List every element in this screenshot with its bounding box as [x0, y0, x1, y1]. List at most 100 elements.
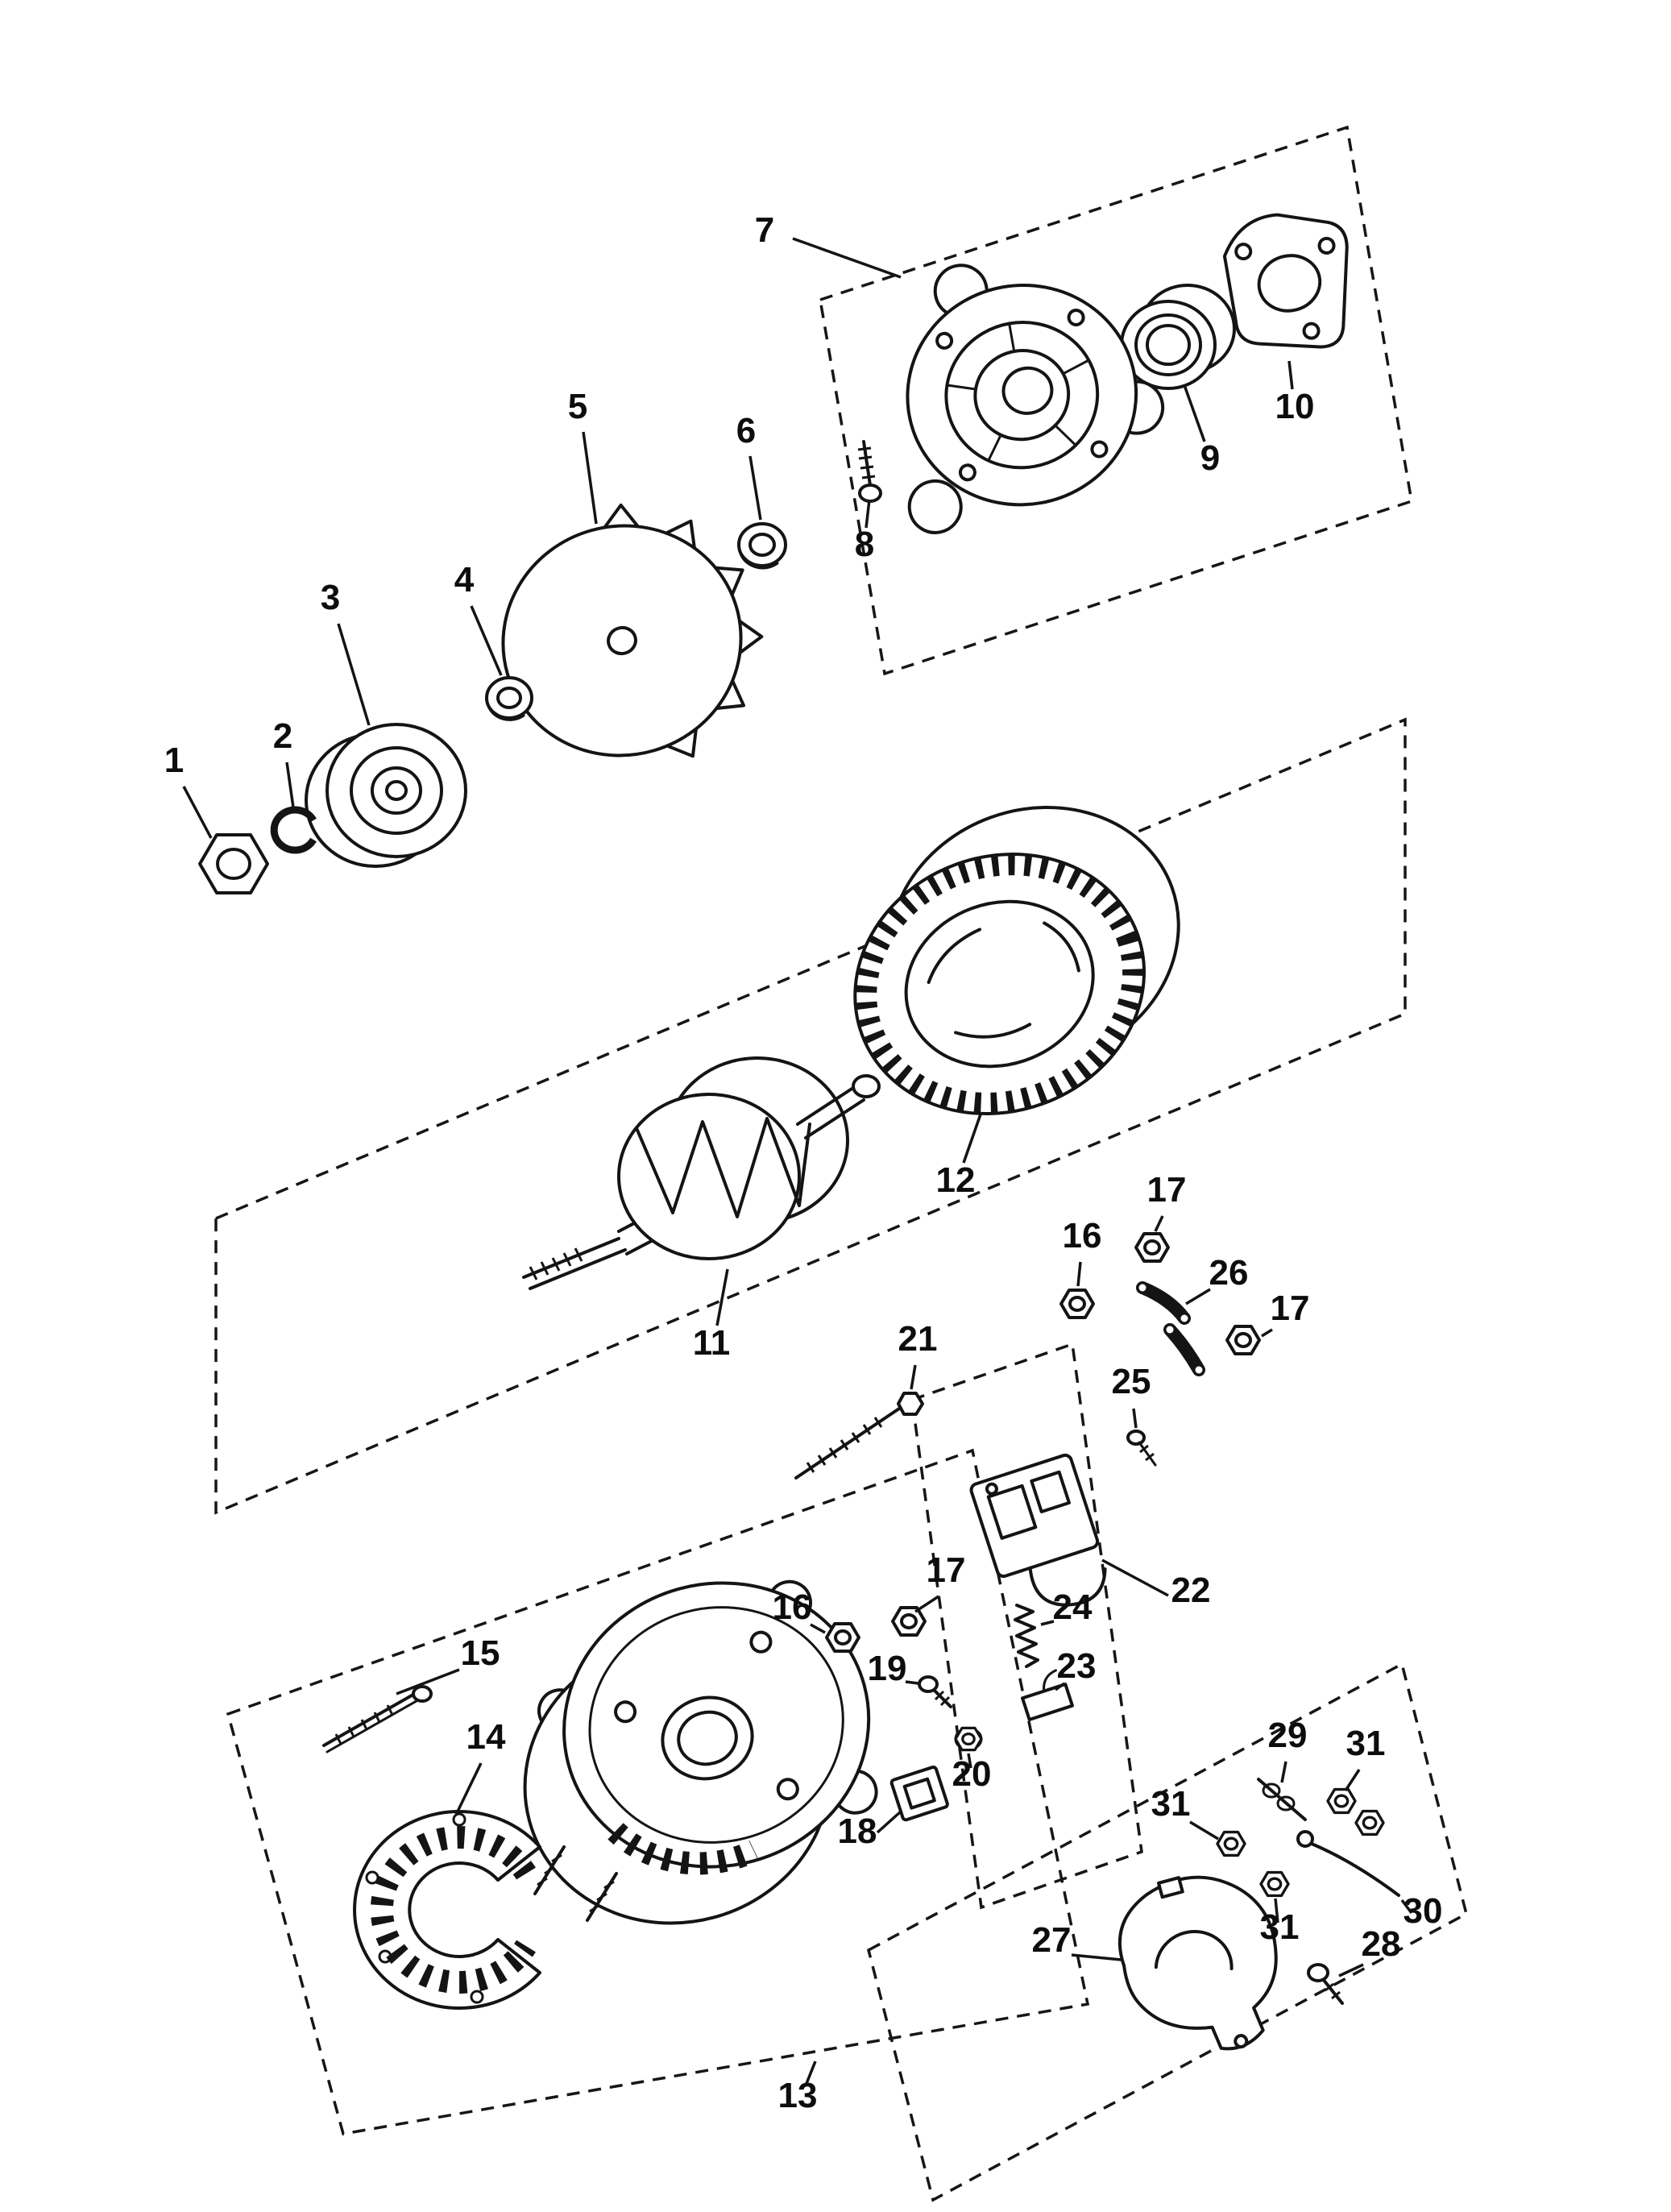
leader-line-26-strap	[1185, 1288, 1211, 1305]
part-label-18-brush-holder: 18	[838, 1812, 877, 1851]
part-3-pulley	[305, 723, 467, 868]
part-label-21-bolt: 21	[898, 1319, 938, 1359]
dashed-box-top	[819, 125, 1413, 676]
leader-line-16-nut	[810, 1623, 826, 1634]
part-label-27-cover: 27	[1032, 1920, 1072, 1960]
part-label-17-nut: 17	[1271, 1289, 1310, 1328]
part-13-studs	[533, 1845, 618, 1922]
part-label-20-nut: 20	[952, 1754, 992, 1794]
leader-line-3-pulley	[337, 623, 371, 726]
part-31-nut	[1326, 1787, 1357, 1815]
leader-line-31-nut	[1189, 1820, 1219, 1841]
part-6-spacer	[737, 522, 787, 570]
leader-line-25-strap	[1132, 1408, 1138, 1429]
part-8-screw	[857, 440, 882, 503]
leader-line-17-nut	[1261, 1328, 1273, 1338]
part-label-28-screw: 28	[1362, 1924, 1401, 1964]
part-25-strap	[1126, 1323, 1205, 1467]
part-label-24-spring: 24	[1053, 1587, 1093, 1627]
part-label-2-retaining-ring: 2	[273, 716, 292, 756]
part-9-bearing	[1120, 284, 1236, 390]
part-28-screw	[1307, 1963, 1344, 2005]
leader-line-21-bolt	[910, 1364, 917, 1390]
leader-line-31-nut	[1274, 1898, 1279, 1924]
part-label-19-terminal-screw: 19	[868, 1649, 907, 1688]
part-label-25-strap: 25	[1112, 1362, 1151, 1401]
leader-line-7-drive-end-frame	[792, 237, 902, 279]
dashed-box-bottom-left	[226, 1448, 1090, 2135]
part-label-1-nut: 1	[164, 741, 184, 780]
leader-line-12-stator	[962, 1111, 983, 1164]
leader-line-4-spacer	[470, 605, 503, 676]
part-label-14-baffle: 14	[466, 1717, 506, 1757]
leader-line-11-rotor	[715, 1268, 729, 1326]
part-label-17-nut: 17	[927, 1550, 966, 1590]
leader-line-17-nut	[1154, 1215, 1164, 1232]
dashed-box-bottom-right	[866, 1662, 1469, 2202]
leader-line-17-nut	[914, 1595, 939, 1613]
part-10-bearing-retainer	[1222, 213, 1349, 349]
part-label-5-fan: 5	[568, 387, 587, 426]
leader-line-31-nut	[1344, 1769, 1361, 1791]
leader-line-30-lead-wire	[1400, 1899, 1413, 1915]
part-11-rotor	[522, 1056, 881, 1290]
leader-line-23-brush	[1054, 1682, 1066, 1691]
part-22-brush-holder-assembly	[969, 1453, 1107, 1607]
part-label-29-stud: 29	[1268, 1716, 1308, 1755]
leader-line-8-screw	[865, 499, 871, 529]
part-5-fan	[501, 503, 764, 758]
leader-line-13-end-housing	[804, 2061, 817, 2086]
leader-line-6-spacer	[748, 455, 762, 521]
part-label-7-drive-end-frame: 7	[755, 210, 774, 250]
part-label-11-rotor: 11	[693, 1323, 731, 1363]
part-29-stud	[1257, 1778, 1307, 1821]
leader-line-14-baffle	[454, 1762, 483, 1816]
part-label-6-spacer: 6	[736, 411, 756, 450]
part-label-9-bearing: 9	[1200, 438, 1220, 478]
part-label-31-nut: 31	[1260, 1907, 1300, 1947]
part-17-nut	[1134, 1232, 1170, 1263]
part-1-nut	[198, 833, 269, 894]
part-label-31-nut: 31	[1151, 1784, 1191, 1824]
part-label-26-strap: 26	[1209, 1253, 1249, 1293]
part-21-bolt	[794, 1392, 924, 1480]
leader-line-22-brush-holder-assembly	[1101, 1558, 1169, 1597]
part-20-nut	[954, 1726, 983, 1752]
part-16-nut	[1059, 1289, 1095, 1319]
part-label-31-nut: 31	[1346, 1724, 1386, 1763]
leader-line-1-nut	[182, 786, 213, 839]
part-label-8-screw: 8	[855, 525, 874, 564]
part-27-cover	[1117, 1875, 1278, 2051]
leader-line-27-cover	[1071, 1953, 1122, 1961]
part-label-16-nut: 16	[773, 1587, 812, 1627]
part-16-nut	[825, 1622, 860, 1653]
leader-line-15-screw	[396, 1668, 460, 1695]
part-30-lead-wire	[1296, 1830, 1400, 1897]
leader-line-28-screw	[1338, 1963, 1364, 1978]
part-23-brush	[1021, 1669, 1074, 1721]
part-26-strap	[1136, 1281, 1191, 1325]
part-label-12-stator: 12	[936, 1160, 976, 1200]
part-12-stator	[853, 805, 1180, 1116]
part-2-retaining-ring	[270, 806, 317, 854]
part-label-22-brush-holder-assembly: 22	[1171, 1571, 1211, 1610]
part-17-nut	[891, 1606, 927, 1637]
part-24-spring	[1014, 1604, 1039, 1668]
leader-line-20-nut	[967, 1753, 972, 1769]
part-label-30-lead-wire: 30	[1404, 1891, 1443, 1931]
part-label-13-end-housing: 13	[778, 2076, 818, 2115]
part-label-4-spacer: 4	[454, 560, 475, 600]
leader-line-24-spring	[1040, 1620, 1055, 1626]
leader-line-5-fan	[582, 431, 598, 525]
part-19-terminal-screw	[918, 1675, 952, 1708]
part-label-16-nut: 16	[1063, 1216, 1102, 1255]
leader-line-2-retaining-ring	[285, 762, 295, 808]
leader-line-16-nut	[1076, 1261, 1082, 1287]
part-label-23-brush: 23	[1057, 1646, 1097, 1686]
leader-line-19-terminal-screw	[905, 1680, 919, 1685]
part-label-17-nut: 17	[1147, 1170, 1187, 1210]
leader-line-10-bearing-retainer	[1287, 360, 1294, 390]
